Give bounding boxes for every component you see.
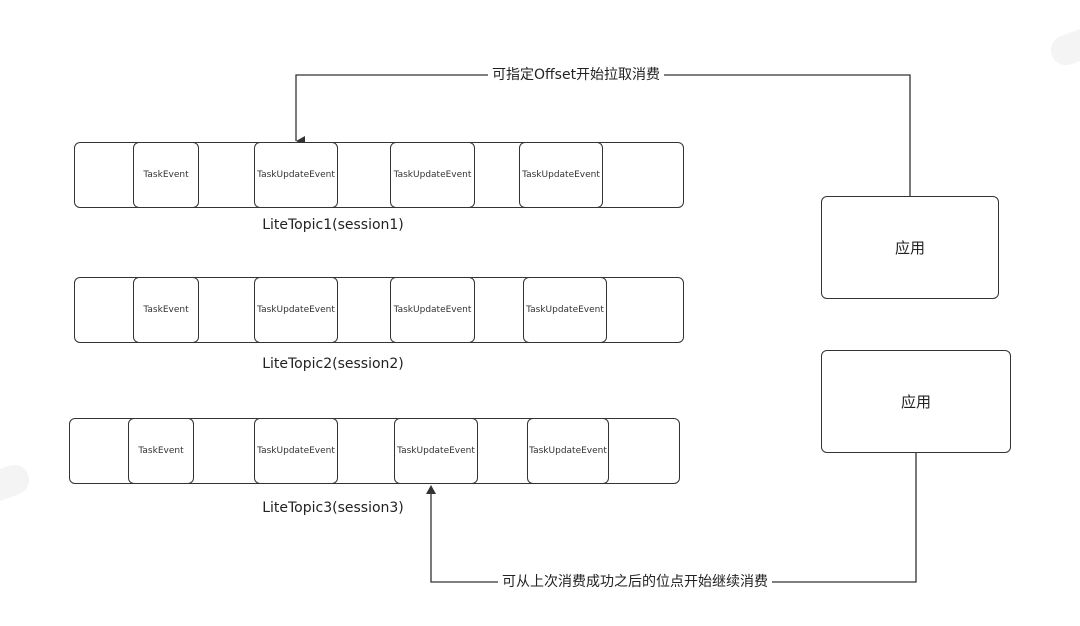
- event-box: TaskUpdateEvent: [390, 142, 475, 208]
- topic-label-3: LiteTopic3(session3): [262, 500, 404, 516]
- top-edge-label: 可指定Offset开始拉取消费: [488, 66, 665, 84]
- event-box: TaskEvent: [133, 277, 199, 343]
- topic-label-1: LiteTopic1(session1): [262, 217, 404, 233]
- event-box: TaskUpdateEvent: [527, 418, 609, 484]
- event-box: TaskEvent: [128, 418, 194, 484]
- event-box: TaskEvent: [133, 142, 199, 208]
- event-box: TaskUpdateEvent: [254, 142, 338, 208]
- topic-label-2: LiteTopic2(session2): [262, 356, 404, 372]
- event-box: TaskUpdateEvent: [523, 277, 607, 343]
- event-box: TaskUpdateEvent: [519, 142, 603, 208]
- event-box: TaskUpdateEvent: [390, 277, 475, 343]
- app-box-2: 应用: [821, 350, 1011, 453]
- bottom-edge-label: 可从上次消费成功之后的位点开始继续消费: [498, 573, 772, 591]
- event-box: TaskUpdateEvent: [394, 418, 478, 484]
- bottom-arrowhead: [426, 485, 436, 494]
- app-box-1: 应用: [821, 196, 999, 299]
- event-box: TaskUpdateEvent: [254, 418, 338, 484]
- event-box: TaskUpdateEvent: [254, 277, 338, 343]
